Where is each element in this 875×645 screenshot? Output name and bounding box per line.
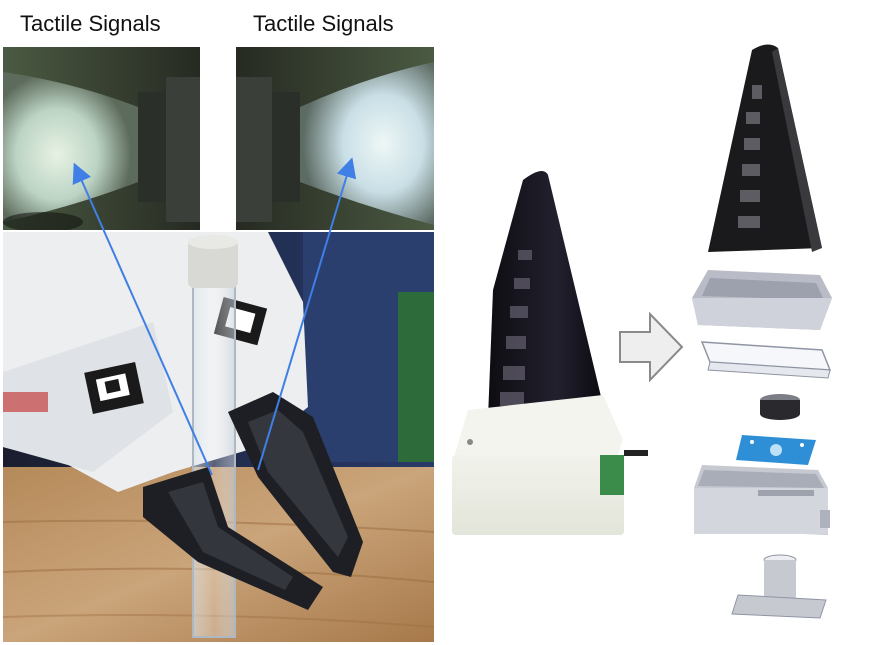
sensor-photo xyxy=(448,160,648,540)
tactile-signals-label-right: Tactile Signals xyxy=(253,11,394,36)
tactile-image-left xyxy=(3,47,200,230)
exploded-cad-view xyxy=(680,40,870,630)
cad-housing xyxy=(694,465,830,535)
cad-camera-board xyxy=(736,435,816,465)
right-arrow-icon xyxy=(618,311,684,383)
cad-fin-ray-finger xyxy=(708,44,822,252)
tactile-image-right xyxy=(236,47,434,230)
tactile-signals-label-left: Tactile Signals xyxy=(20,11,161,36)
cad-gel-plate xyxy=(700,341,832,379)
cad-camera-ring xyxy=(760,394,800,420)
cad-mount-base xyxy=(731,554,827,619)
gripper-photo xyxy=(3,232,434,642)
cad-upper-frame xyxy=(692,270,832,330)
